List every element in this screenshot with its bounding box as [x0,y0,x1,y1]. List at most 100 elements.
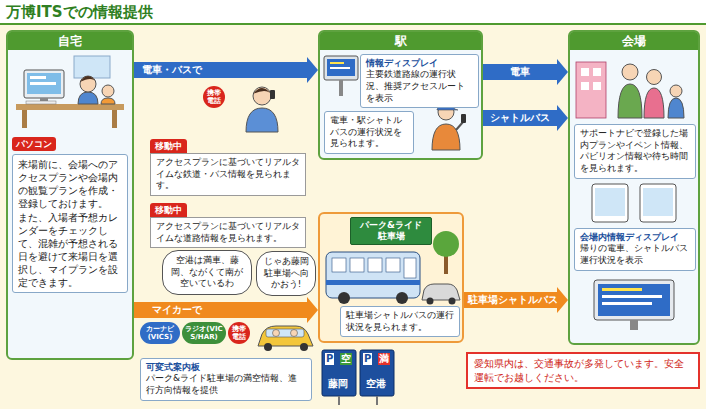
venue-illustration-part [594,280,674,320]
flow-arrow [464,287,568,313]
node-text: アクセスプランに基づいてリアルタイムな鉄道・バス情報を見られます。 [150,153,306,196]
venue-illustration-part [576,62,606,118]
node-text: また、入場者予想カレンダーをチェックして、混雑が予想される日を避けて来場日を選択… [18,211,122,289]
venue-illustration-part [581,68,589,76]
phone-person-part [270,90,275,99]
node-heading: サポートナビで登録した場内プランやイベント情報、パビリオン情報や待ち時間を見られ… [580,128,690,175]
venue-illustration-part [602,295,662,298]
venue-illustration-part [644,88,664,118]
station-illustration-part [330,67,350,69]
home-illustration-part [74,56,110,78]
node-heading: 駐車場シャトルバスの運行状況を見られます。 [346,310,454,333]
venue-illustration-part [602,302,652,305]
venue-illustration-part [668,98,684,118]
node-heading: 携帯電話 [230,325,248,341]
arrow-band [483,64,557,80]
park-illustration-part [326,280,420,285]
info-box: 駐車場シャトルバスの運行状況を見られます。 [340,306,460,337]
device-tag: パソコン [12,132,56,151]
sign-label: 空港 [365,378,387,390]
flow-arrow [134,57,318,83]
device-icon: 携帯電話 [228,322,250,344]
node-heading: 可変式案内板 [146,362,306,373]
car-figure-part [258,326,313,346]
station-illustration-part [327,59,355,76]
sign-label: 藤岡 [327,378,349,390]
station-illustration-part [324,56,358,80]
speech-bubble: 空港は満車、藤岡、ながくて南が空いているわ [162,250,252,295]
park-illustration-part [396,292,408,304]
node-heading: パソコン [12,137,56,151]
title-rule [0,23,706,25]
home-illustration-part [22,110,27,128]
sign-label: P [363,353,372,365]
variable-sign [322,350,394,405]
car-figure-part [273,330,280,337]
edge-label: 電車・バスで [139,63,205,77]
flow-arrow [134,297,318,323]
venue-illustration-part [622,64,638,80]
node-heading: 電車・駅シャトルバスの運行状況を見られます。 [330,115,408,150]
home-illustration-part [24,70,64,98]
node-heading: パーク&ライド駐車場 [350,217,432,245]
node-heading: ラジオ(VICS/HAR) [184,325,224,341]
home-illustration-part [102,85,114,97]
home-illustration-part [78,92,98,104]
station-illustration-part [456,122,463,130]
home-illustration-part [80,76,96,92]
park-illustration-part [368,258,382,272]
device-icon: 携帯電話 [203,86,225,108]
arrow-head [557,59,568,85]
home-illustration-part [30,76,46,79]
variable-sign-part [376,396,378,405]
arrow-band [134,62,307,78]
park-illustration-part [326,252,420,298]
section-panel: 自宅パソコン来場前に、会場へのアクセスプランや会場内の観覧プランを作成・登録して… [6,30,134,360]
variable-sign-part [360,350,394,396]
node-text: パーク&ライド駐車場の満空情報、進行方向情報を提供 [146,373,306,396]
venue-illustration-part [640,184,676,222]
car-figure [258,326,313,351]
station-illustration-part [461,114,466,123]
park-illustration-part [427,298,434,305]
edge-label: 電車 [507,65,533,79]
diagram-title: 万博ITSでの情報提供 [6,2,153,22]
sign-label: 満 [378,353,390,365]
venue-illustration-part [630,320,638,330]
display-box: 情報ディスプレイ主要鉄道路線の運行状況、推奨アクセスルートを表示 [360,54,479,108]
home-illustration-part [26,101,56,104]
display-box: 会場内情報ディスプレイ帰りの電車、シャトルバス運行状況を表示 [574,228,696,271]
venue-illustration-part [595,188,625,216]
home-illustration-part [30,82,56,85]
venue-illustration-part [593,82,601,90]
venue-illustration-part [670,85,682,97]
edge-label: 駐車場シャトルバス [465,293,561,307]
venue-illustration-part [647,70,662,85]
node-heading: 情報ディスプレイ [366,58,473,69]
arrow-band [134,302,307,318]
ground [0,25,706,409]
home-illustration-part [16,104,124,110]
venue-illustration-part [592,184,628,222]
park-illustration-part [338,292,350,304]
venue-illustration-part [602,288,642,291]
park-illustration-part [422,284,460,300]
node-text: アクセスプランに基づいてリアルタイムな道路情報を見られます。 [150,217,306,248]
venue-illustration-part [593,68,601,76]
sign-label: 空 [340,353,352,365]
node-heading: 空港は満車、藤岡、ながくて南が空いているわ [169,255,245,290]
home-illustration-part [112,110,117,128]
info-box: 来場前に、会場へのアクセスプランや会場内の観覧プランを作成・登録しておけます。ま… [12,154,128,293]
section-panel: 会場サポートナビで登録した場内プランやイベント情報、パビリオン情報や待ち時間を見… [568,30,700,345]
variable-sign-part [322,350,356,396]
park-illustration-part [433,231,459,257]
phone-person-part [253,87,271,105]
node-heading: カーナビ(VICS) [142,325,178,341]
node-heading: 愛知県内は、交通事故が多発しています。安全運転でお越しください。 [474,357,692,384]
arrow-head [307,57,318,83]
info-tab-box: 移動中アクセスプランに基づいてリアルタイムな鉄道・バス情報を見られます。 [150,134,306,196]
info-box: 電車・駅シャトルバスの運行状況を見られます。 [324,111,414,154]
arrow-head [557,105,568,131]
